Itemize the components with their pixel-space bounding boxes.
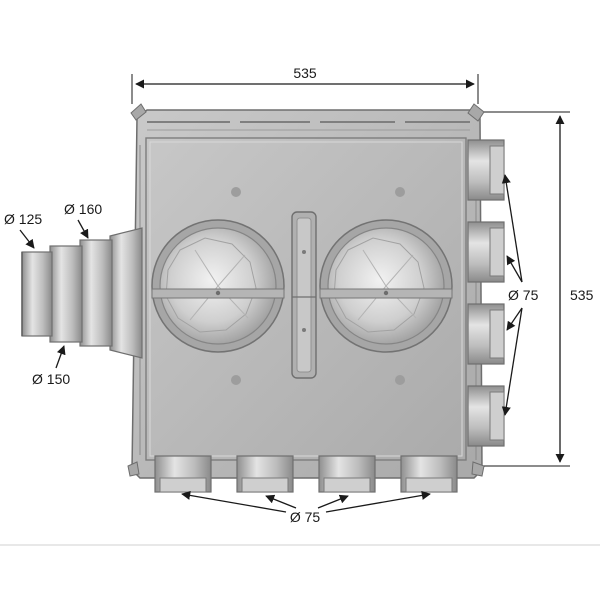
height-dimension: 535 [484, 111, 594, 467]
right-outlet-4 [467, 385, 505, 447]
width-label: 535 [293, 65, 317, 81]
inlet-125-label: Ø 125 [4, 211, 42, 227]
side-outlets-label-group: Ø 75 [501, 174, 539, 416]
bottom-outlets-label: Ø 75 [290, 509, 321, 525]
right-outlet-1 [467, 139, 505, 201]
right-outlet-3 [467, 303, 505, 365]
bottom-outlet-3 [318, 455, 376, 493]
width-dimension: 535 [131, 65, 479, 104]
right-large-port [319, 219, 453, 353]
side-outlets-label: Ø 75 [508, 287, 539, 303]
center-slot [291, 211, 317, 379]
bottom-outlets [154, 455, 458, 493]
right-outlets [467, 139, 505, 447]
height-label: 535 [570, 287, 594, 303]
inlet-150-label: Ø 150 [32, 371, 70, 387]
inlet-labels: Ø 125 Ø 160 Ø 150 [4, 201, 102, 387]
inlet-160-label: Ø 160 [64, 201, 102, 217]
bottom-outlet-1 [154, 455, 212, 493]
left-large-port [151, 219, 285, 353]
left-inlet-reducer [21, 227, 143, 359]
right-outlet-2 [467, 221, 505, 283]
bottom-outlet-2 [236, 455, 294, 493]
bottom-outlet-4 [400, 455, 458, 493]
bottom-outlets-label-group: Ø 75 [181, 490, 431, 525]
